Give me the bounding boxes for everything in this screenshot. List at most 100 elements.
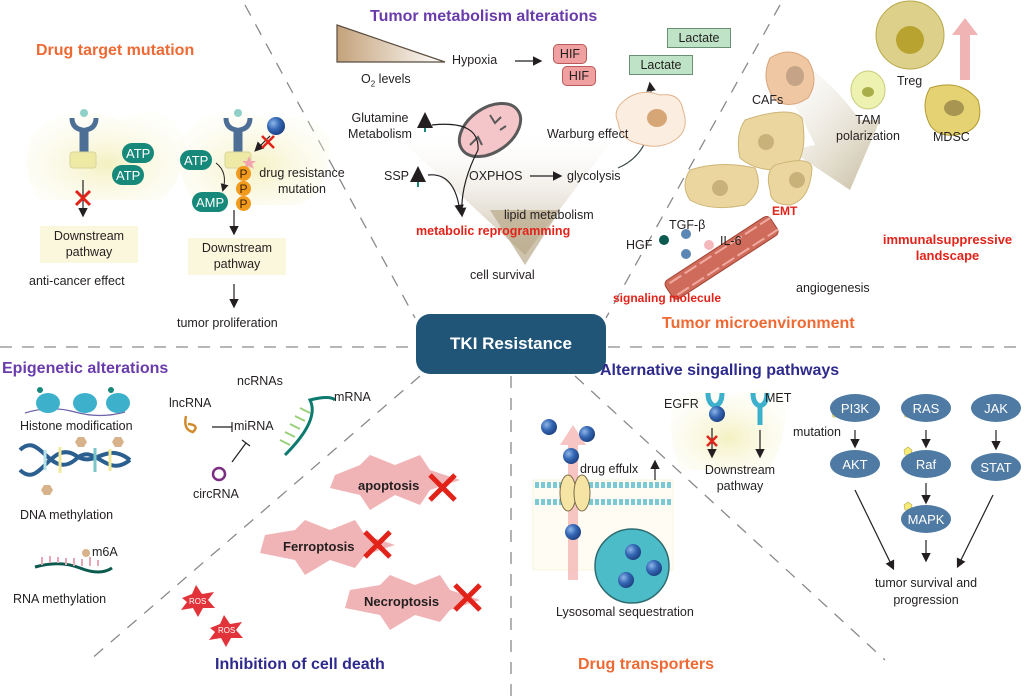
anti-cancer-effect-label: anti-cancer effect bbox=[29, 274, 125, 288]
mrna-label: mRNA bbox=[334, 390, 371, 404]
immunosuppressive-landscape-label: immunalsuppressive landscape bbox=[882, 232, 1013, 264]
histone-modification-label: Histone modification bbox=[20, 419, 133, 433]
akt-node: AKT bbox=[830, 450, 880, 478]
rna-strand-icon bbox=[34, 549, 113, 574]
histone-icon bbox=[24, 387, 130, 417]
hgf-dot bbox=[659, 235, 669, 245]
mapk-node: MAPK bbox=[901, 505, 951, 533]
met-label: MET bbox=[765, 391, 792, 405]
hif-box: HIF bbox=[562, 66, 596, 86]
circrna-label: circRNA bbox=[193, 487, 239, 501]
section-title-alternative-signalling: Alternative singalling pathways bbox=[600, 362, 840, 379]
o2-gradient-triangle bbox=[336, 24, 446, 63]
egfr-label: EGFR bbox=[664, 397, 699, 411]
ros-label: ROS bbox=[189, 597, 207, 606]
section-dividers bbox=[0, 4, 1024, 700]
emt-cells-icon bbox=[684, 111, 813, 209]
cafs-label: CAFs bbox=[752, 93, 784, 107]
tumor-proliferation-label: tumor proliferation bbox=[177, 316, 278, 330]
ncrnas-label: ncRNAs bbox=[237, 374, 283, 388]
egfr-receptor-icon bbox=[705, 392, 725, 420]
rna-methylation-label: RNA methylation bbox=[13, 592, 107, 606]
receptor-left-icon bbox=[69, 109, 99, 169]
up-arrow-icon bbox=[952, 18, 978, 80]
o2-subscript: 2 bbox=[370, 79, 376, 89]
downstream-pathway-label: Downstream pathway bbox=[704, 463, 776, 494]
emt-label: EMT bbox=[772, 204, 798, 218]
ros-label: ROS bbox=[218, 626, 236, 635]
o2-levels-label: O2 levels bbox=[361, 72, 411, 89]
lactate-box: Lactate bbox=[667, 28, 731, 48]
metabolic-reprogramming-label: metabolic reprogramming bbox=[416, 224, 571, 238]
treg-cell-icon bbox=[875, 0, 945, 70]
atp-badge: ATP bbox=[112, 165, 145, 185]
caf-cell-icon bbox=[765, 51, 815, 105]
tam-polarization-label: TAM polarization bbox=[836, 113, 900, 144]
mitochondrion-icon bbox=[457, 101, 523, 159]
amp-badge: AMP bbox=[192, 192, 229, 212]
drug-resistance-mutation-label: drug resistance mutation bbox=[259, 166, 345, 196]
dna-helix-icon bbox=[18, 443, 132, 477]
apoptosis-label: apoptosis bbox=[358, 478, 420, 493]
section-title-tumor-microenvironment: Tumor microenvironment bbox=[662, 315, 855, 332]
o2-symbol: O bbox=[361, 72, 371, 86]
membrane-icon bbox=[535, 474, 673, 512]
drug-efflux-label: drug effulx bbox=[580, 462, 639, 476]
hypoxia-label: Hypoxia bbox=[452, 53, 498, 67]
il6-dot bbox=[704, 240, 714, 250]
lncrna-icon bbox=[184, 415, 197, 434]
glycolysis-label: glycolysis bbox=[567, 169, 621, 183]
ssp-label: SSP bbox=[384, 169, 410, 183]
atp-badge: ATP bbox=[180, 150, 213, 170]
atp-badge: ATP bbox=[122, 143, 155, 163]
tgf-dot-2 bbox=[681, 249, 691, 259]
stat-node: STAT bbox=[971, 453, 1021, 481]
glutamine-metabolism-label: Glutamine Metabolism bbox=[348, 111, 412, 142]
mrna-icon bbox=[279, 396, 337, 457]
tgf-beta-label: TGF-β bbox=[669, 218, 706, 232]
phosphate-icon: P bbox=[236, 166, 251, 181]
jak-node: JAK bbox=[971, 394, 1021, 422]
lncrna-label: lncRNA bbox=[169, 396, 212, 410]
m6a-label: m6A bbox=[92, 545, 118, 559]
cell-survival-label: cell survival bbox=[470, 268, 535, 282]
dna-methylation-label: DNA methylation bbox=[20, 508, 114, 522]
circrna-icon bbox=[211, 466, 227, 482]
mutation-label: mutation bbox=[793, 425, 841, 439]
met-receptor-icon bbox=[750, 392, 770, 425]
tki-resistance-node: TKI Resistance bbox=[416, 314, 606, 374]
ferroptosis-label: Ferroptosis bbox=[283, 539, 355, 554]
signaling-molecule-label: signaling molecule bbox=[613, 291, 722, 305]
lysosomal-sequestration-label: Lysosomal sequestration bbox=[556, 605, 694, 619]
angiogenesis-label: angiogenesis bbox=[796, 281, 870, 295]
section-title-drug-transporters: Drug transporters bbox=[578, 656, 715, 673]
section-title-drug-target-mutation: Drug target mutation bbox=[36, 42, 195, 59]
ros-star-1 bbox=[181, 585, 215, 617]
mdsc-label: MDSC bbox=[933, 130, 970, 144]
section-title-epigenetic-alterations: Epigenetic alterations bbox=[2, 360, 169, 377]
hif-box: HIF bbox=[553, 44, 587, 64]
mirna-label: miRNA bbox=[234, 419, 274, 433]
tumor-survival-progression-label: tumor survival and progression bbox=[874, 576, 978, 607]
lactate-box: Lactate bbox=[629, 55, 693, 75]
warburg-effect-label: Warburg effect bbox=[547, 127, 629, 141]
necroptosis-label: Necroptosis bbox=[364, 594, 440, 609]
ros-star-2 bbox=[209, 615, 243, 647]
metabolism-funnel bbox=[390, 125, 620, 255]
raf-node: Raf bbox=[901, 450, 951, 478]
starbursts bbox=[181, 455, 482, 647]
pi3k-node: PI3K bbox=[830, 394, 880, 422]
phosphate-icon: P bbox=[236, 196, 251, 211]
downstream-pathway-box: Downstream pathway bbox=[40, 226, 138, 263]
oxphos-label: OXPHOS bbox=[469, 169, 523, 183]
downstream-pathway-box: Downstream pathway bbox=[188, 238, 286, 275]
section-title-tumor-metabolism: Tumor metabolism alterations bbox=[370, 8, 598, 25]
o2-suffix: levels bbox=[375, 72, 411, 86]
hgf-label: HGF bbox=[626, 238, 653, 252]
phosphate-icon: P bbox=[236, 181, 251, 196]
section-title-inhibition-of-cell-death: Inhibition of cell death bbox=[215, 656, 385, 673]
lipid-metabolism-label: lipid metabolism bbox=[504, 208, 594, 222]
tam-cell-icon bbox=[850, 70, 886, 110]
